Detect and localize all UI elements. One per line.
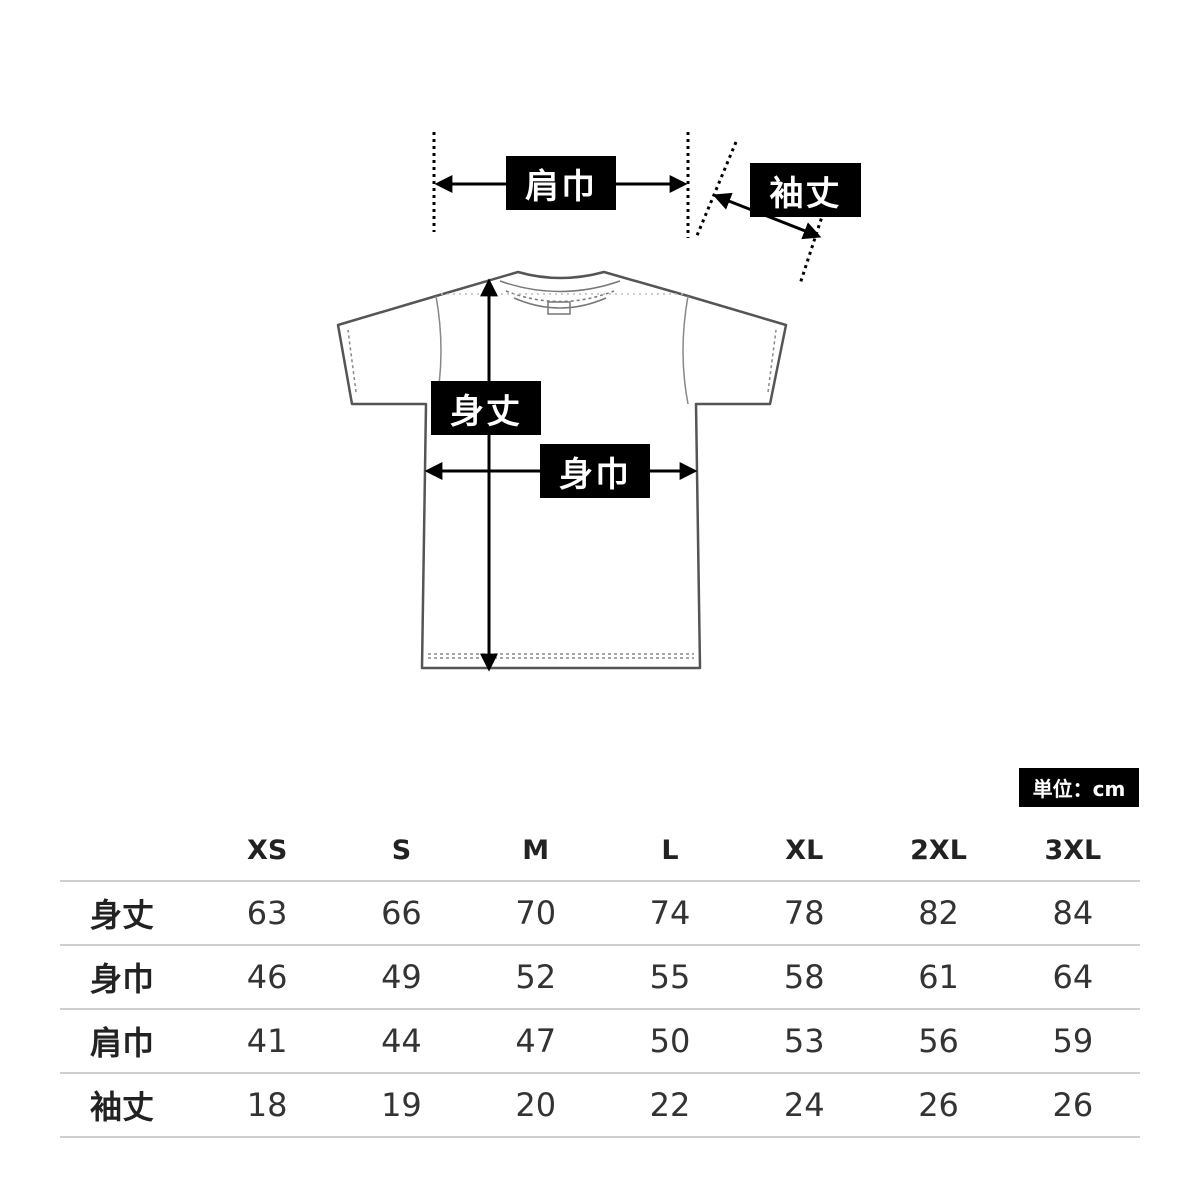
table-cell: 18 (200, 1073, 335, 1138)
table-cell: 41 (200, 1009, 335, 1074)
table-cell: 61 (871, 945, 1006, 1010)
table-cell: 84 (1005, 881, 1140, 946)
table-cell: 26 (871, 1073, 1006, 1138)
row-label: 肩巾 (60, 1009, 200, 1074)
table-cell: 20 (468, 1073, 603, 1138)
tshirt-diagram-svg (336, 132, 832, 672)
table-row: 袖丈 18 19 20 22 24 26 26 (60, 1073, 1140, 1138)
table-cell: 46 (200, 945, 335, 1010)
table-cell: 63 (200, 881, 335, 946)
table-row: 肩巾 41 44 47 50 53 56 59 (60, 1009, 1140, 1074)
table-cell: 74 (602, 881, 738, 946)
row-label: 袖丈 (60, 1073, 200, 1138)
body-width-tag: 身巾 (540, 444, 650, 498)
table-cell: 53 (737, 1009, 872, 1074)
table-cell: 59 (1005, 1009, 1140, 1074)
table-cell: 19 (334, 1073, 469, 1138)
tshirt-seams (347, 293, 777, 659)
tshirt-measurement-diagram: 肩巾 袖丈 身丈 身巾 (336, 132, 861, 672)
row-label: 身丈 (60, 881, 200, 946)
table-cell: 58 (737, 945, 872, 1010)
tshirt-collar (499, 280, 621, 315)
table-row: 身丈 63 66 70 74 78 82 84 (60, 881, 1140, 946)
table-cell: 50 (602, 1009, 738, 1074)
size-header: XL (737, 820, 872, 882)
table-cell: 64 (1005, 945, 1140, 1010)
table-cell: 56 (871, 1009, 1006, 1074)
unit-label: 単位：cm (1032, 777, 1126, 801)
table-cell: 55 (602, 945, 738, 1010)
table-row: 身巾 46 49 52 55 58 61 64 (60, 945, 1140, 1010)
body-width-label: 身巾 (559, 454, 631, 495)
body-length-tag: 身丈 (431, 381, 541, 435)
size-header: 2XL (871, 820, 1006, 882)
table-cell: 66 (334, 881, 469, 946)
row-label: 身巾 (60, 945, 200, 1010)
table-cell: 78 (737, 881, 872, 946)
size-header-row: XS S M L XL 2XL 3XL (60, 820, 1140, 882)
table-cell: 52 (468, 945, 603, 1010)
size-header: XS (200, 820, 335, 882)
table-cell: 24 (737, 1073, 872, 1138)
table-cell: 70 (468, 881, 603, 946)
table-cell: 82 (871, 881, 1006, 946)
size-table: XS S M L XL 2XL 3XL 身丈 63 66 70 74 78 82… (60, 820, 1140, 1138)
table-cell: 22 (602, 1073, 738, 1138)
sleeve-length-label: 袖丈 (769, 173, 842, 214)
table-cell: 47 (468, 1009, 603, 1074)
size-header: S (334, 820, 469, 882)
size-header: L (602, 820, 738, 882)
shoulder-guides (432, 132, 690, 238)
shoulder-width-label: 肩巾 (525, 166, 597, 207)
sleeve-length-tag: 袖丈 (750, 163, 861, 217)
table-cell: 49 (334, 945, 469, 1010)
table-cell: 44 (334, 1009, 469, 1074)
body-length-label: 身丈 (450, 391, 522, 432)
size-header: M (468, 820, 603, 882)
corner-cell (60, 820, 200, 882)
shoulder-width-tag: 肩巾 (506, 156, 616, 210)
size-header: 3XL (1005, 820, 1140, 882)
table-cell: 26 (1005, 1073, 1140, 1138)
unit-badge: 単位：cm (1019, 768, 1139, 807)
